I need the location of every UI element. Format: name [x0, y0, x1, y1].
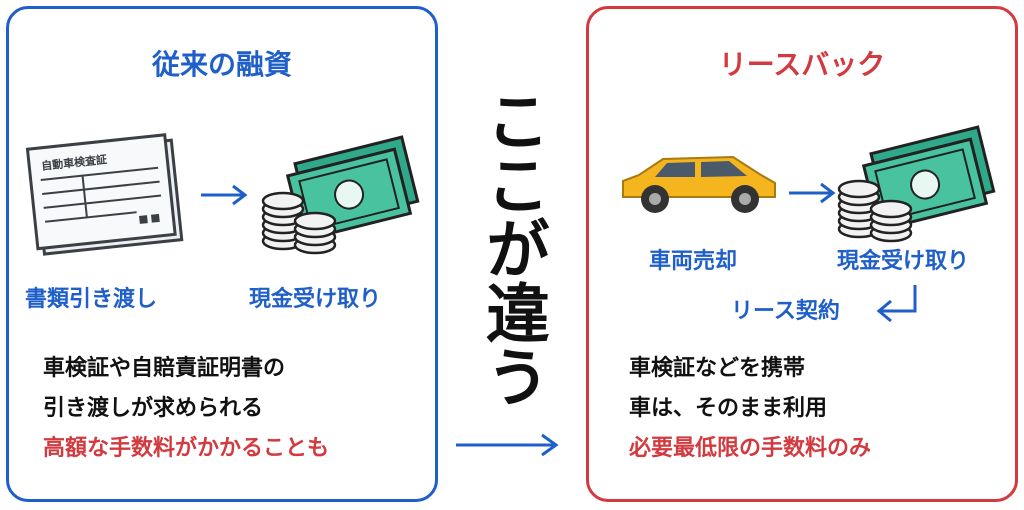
- document-handover-caption: 書類引き渡し: [25, 287, 158, 312]
- cash-receipt-caption: 現金受け取り: [249, 287, 382, 312]
- description-text: 車検証などを携帯 車は、そのまま利用 必要最低限の手数料のみ: [629, 349, 871, 469]
- arrow-right-icon: [201, 184, 248, 206]
- conventional-loan-panel: 従来の融資 自動車検査証: [6, 6, 438, 502]
- leaseback-panel: リースバック 車両売却: [586, 6, 1018, 502]
- center-vertical-text: ここが違う: [475, 88, 550, 408]
- description-line: 車検証や自賠責証明書の: [43, 356, 286, 381]
- panel-title: 従来の融資: [151, 48, 292, 81]
- document-icon: 自動車検査証: [25, 133, 184, 256]
- coins-icon: [837, 179, 913, 243]
- vehicle-sale-caption: 車両売却: [649, 249, 738, 274]
- panel-title: リースバック: [718, 48, 886, 81]
- description-line: 車は、そのまま利用: [629, 396, 828, 421]
- description-line: 車検証などを携帯: [629, 356, 806, 381]
- return-arrow-icon: [876, 285, 917, 323]
- highlight-line: 必要最低限の手数料のみ: [629, 436, 872, 461]
- bottom-arrow-icon: [456, 433, 559, 457]
- svg-text:自動車検査証: 自動車検査証: [41, 152, 108, 173]
- description-text: 車検証や自賠責証明書の 引き渡しが求められる 高額な手数料がかかることも: [43, 349, 329, 469]
- arrow-right-icon: [789, 182, 836, 204]
- car-icon: [622, 155, 776, 213]
- svg-text:ここが違う: ここが違う: [475, 88, 550, 408]
- cash-receipt-caption: 現金受け取り: [837, 249, 970, 274]
- coins-icon: [261, 191, 337, 255]
- description-line: 引き渡しが求められる: [43, 396, 264, 421]
- lease-contract-caption: リース契約: [731, 299, 840, 324]
- highlight-line: 高額な手数料がかかることも: [43, 436, 330, 461]
